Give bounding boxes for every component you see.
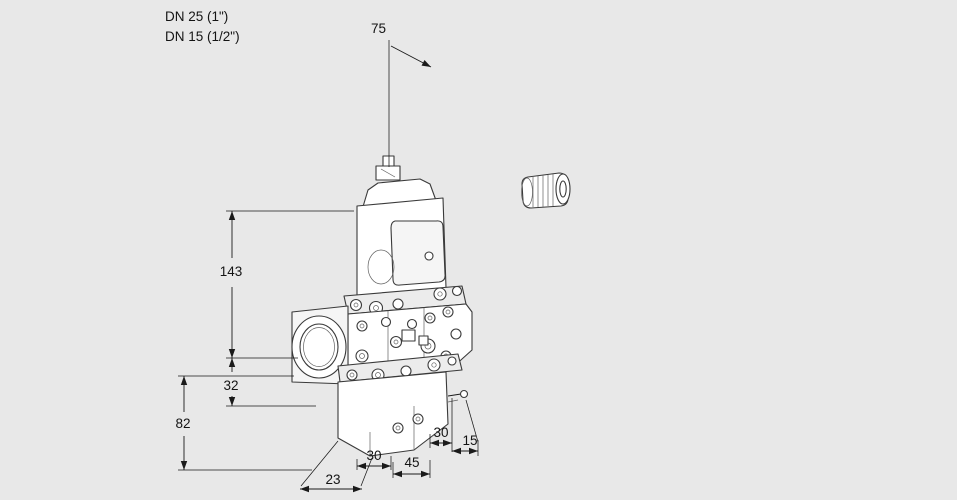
dimension-annotations: 75 143 32 8 xyxy=(175,21,479,493)
inlet-flange-drawing xyxy=(291,305,349,385)
bottom-block-drawing xyxy=(337,371,469,457)
strainer-plug-drawing xyxy=(521,172,571,209)
dim-label-45: 45 xyxy=(404,455,419,470)
dim-label-32: 32 xyxy=(223,378,238,393)
dim-label-23: 23 xyxy=(325,472,340,487)
dim-label-75: 75 xyxy=(371,21,386,36)
dimension-30a: 30 xyxy=(356,448,392,470)
valve-assembly-drawing xyxy=(291,155,473,457)
side-screw xyxy=(447,393,462,397)
dimension-30b: 30 xyxy=(429,398,453,452)
dim-label-15: 15 xyxy=(462,433,477,448)
label-dn15: DN 15 (1/2") xyxy=(165,29,240,44)
dim-label-82: 82 xyxy=(175,416,190,431)
dimension-75: 75 xyxy=(371,21,432,167)
dimension-45: 45 xyxy=(392,455,431,478)
dimension-143: 143 xyxy=(220,210,354,359)
dim-label-30a: 30 xyxy=(366,448,381,463)
dimension-23: 23 xyxy=(300,440,373,493)
dim-label-30b: 30 xyxy=(433,425,448,440)
dimension-15: 15 xyxy=(452,399,479,456)
label-dn25: DN 25 (1") xyxy=(165,9,228,24)
lower-flange-band xyxy=(337,353,463,383)
dim-label-143: 143 xyxy=(220,264,243,279)
actuator-drawing xyxy=(356,155,447,305)
dimension-82: 82 xyxy=(175,375,312,471)
dimension-32: 32 xyxy=(223,358,316,407)
